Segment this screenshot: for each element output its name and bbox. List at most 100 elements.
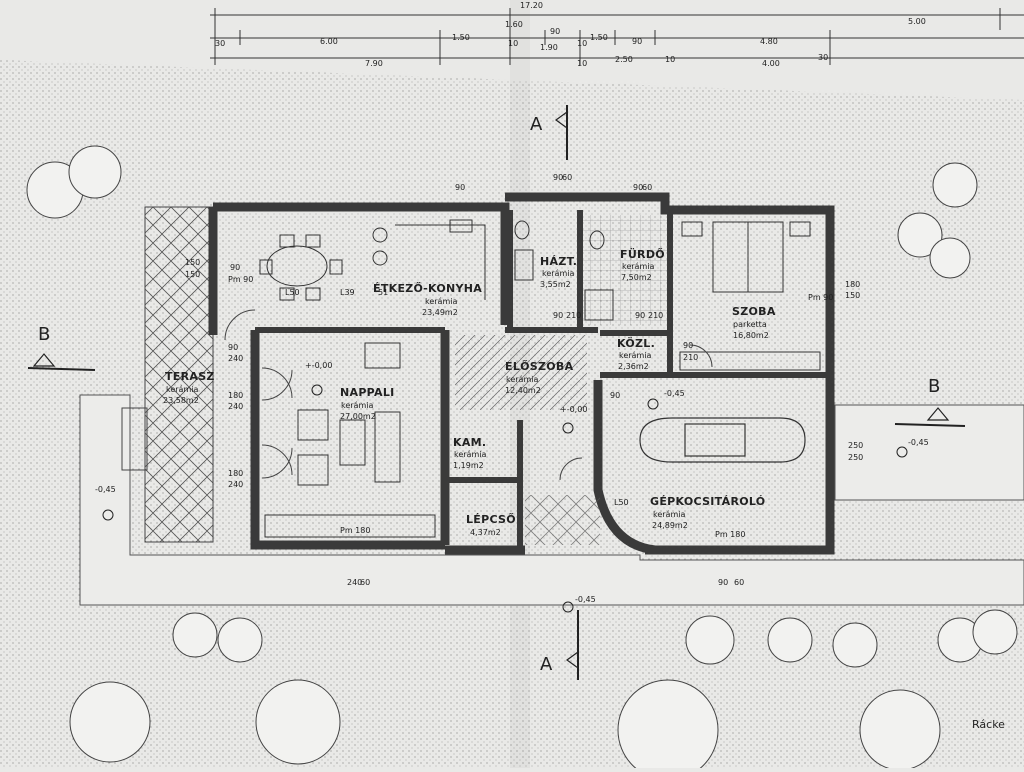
svg-text:kerámia: kerámia: [166, 385, 198, 394]
svg-text:NAPPALI: NAPPALI: [340, 386, 395, 399]
svg-text:10: 10: [665, 55, 675, 64]
svg-text:90: 90: [633, 183, 643, 192]
svg-text:-0,45: -0,45: [664, 389, 685, 398]
dimension-lines-top: [210, 8, 1024, 65]
kitchen-counter: [372, 219, 486, 300]
svg-text:B: B: [38, 324, 50, 345]
svg-text:Pm 180: Pm 180: [340, 526, 370, 535]
svg-text:HÁZT.: HÁZT.: [540, 255, 577, 268]
svg-text:-0,45: -0,45: [95, 485, 116, 494]
svg-text:kerámia: kerámia: [506, 375, 538, 384]
room-lepcso: LÉPCSŐ 4,37m2: [466, 512, 516, 537]
car: [639, 417, 806, 463]
svg-text:4.80: 4.80: [760, 37, 778, 46]
exterior-walls: [208, 192, 835, 555]
room-etkezo: ÉTKEZŐ-KONYHA kerámia 23,49m2: [373, 281, 482, 317]
svg-text:30: 30: [215, 39, 225, 48]
svg-text:kerámia: kerámia: [619, 351, 651, 360]
svg-text:Pm 90: Pm 90: [228, 275, 253, 284]
svg-text:ELŐSZOBA: ELŐSZOBA: [505, 359, 574, 373]
svg-text:1.60: 1.60: [505, 20, 523, 29]
svg-text:4.00: 4.00: [762, 59, 780, 68]
svg-text:SZOBA: SZOBA: [732, 305, 776, 318]
svg-text:L39: L39: [340, 288, 355, 297]
svg-text:250: 250: [848, 453, 863, 462]
svg-text:12,40m2: 12,40m2: [505, 386, 541, 395]
svg-text:1,19m2: 1,19m2: [453, 461, 484, 470]
room-szoba: SZOBA parketta 16,80m2: [732, 305, 776, 340]
svg-text:210: 210: [683, 353, 698, 362]
svg-text:A: A: [530, 114, 543, 135]
svg-text:90: 90: [550, 27, 560, 36]
svg-text:210: 210: [566, 311, 581, 320]
interior-walls: [255, 210, 830, 550]
section-a-top: A: [530, 105, 568, 160]
svg-text:ÉTKEZŐ-KONYHA: ÉTKEZŐ-KONYHA: [373, 281, 482, 295]
dim-top-total: 17.20: [520, 1, 543, 10]
living-furniture: [264, 342, 436, 538]
svg-text:2,36m2: 2,36m2: [618, 362, 649, 371]
svg-text:90: 90: [553, 311, 563, 320]
svg-text:60: 60: [642, 183, 652, 192]
section-b-right: B: [894, 376, 966, 427]
dim-row1: 30 6.00 1.50 10 1.60 10 90 1.50 90 4.80 …: [215, 17, 926, 48]
bath-fixtures: [514, 220, 614, 321]
hallway-hatch: [455, 335, 587, 410]
svg-text:-0,45: -0,45: [908, 438, 929, 447]
svg-text:240: 240: [228, 480, 243, 489]
room-terasz: TERASZ kerámia 23,58m2: [163, 370, 215, 405]
section-b-left: B: [27, 324, 96, 371]
side-entrance-strip: [834, 404, 1024, 501]
terrace-area: [144, 206, 214, 543]
svg-text:7.90: 7.90: [365, 59, 383, 68]
room-furdo: FÜRDŐ kerámia 7,50m2: [620, 247, 665, 282]
svg-text:60: 60: [360, 578, 370, 587]
svg-text:150: 150: [845, 291, 860, 300]
svg-text:90: 90: [228, 343, 238, 352]
svg-text:TERASZ: TERASZ: [165, 370, 215, 383]
svg-text:1.90: 1.90: [540, 43, 558, 52]
svg-text:90: 90: [632, 37, 642, 46]
svg-text:180: 180: [228, 469, 243, 478]
svg-text:parketta: parketta: [733, 320, 767, 329]
room-kozl: KÖZL. kerámia 2,36m2: [617, 336, 655, 371]
svg-text:kerámia: kerámia: [542, 269, 574, 278]
svg-text:240: 240: [228, 402, 243, 411]
svg-text:kerámia: kerámia: [454, 450, 486, 459]
svg-text:90: 90: [553, 173, 563, 182]
svg-text:10: 10: [508, 39, 518, 48]
svg-text:23,58m2: 23,58m2: [163, 396, 199, 405]
svg-text:7,50m2: 7,50m2: [621, 273, 652, 282]
svg-text:1.50: 1.50: [590, 33, 608, 42]
svg-text:kerámia: kerámia: [425, 297, 457, 306]
svg-text:10: 10: [577, 59, 587, 68]
corner-text: Rácke: [972, 718, 1005, 731]
svg-text:27,00m2: 27,00m2: [340, 412, 376, 421]
svg-text:150: 150: [185, 258, 200, 267]
svg-text:KAM.: KAM.: [453, 436, 486, 449]
svg-text:-0,45: -0,45: [575, 595, 596, 604]
svg-text:240: 240: [347, 578, 362, 587]
svg-text:24,89m2: 24,89m2: [652, 521, 688, 530]
room-eloszoba: ELŐSZOBA kerámia 12,40m2: [505, 359, 574, 395]
svg-text:3,55m2: 3,55m2: [540, 280, 571, 289]
svg-text:4,37m2: 4,37m2: [470, 528, 501, 537]
svg-text:90: 90: [230, 263, 240, 272]
svg-text:1.50: 1.50: [452, 33, 470, 42]
svg-text:6.00: 6.00: [320, 37, 338, 46]
section-a-bottom: A: [540, 610, 579, 680]
svg-text:A: A: [540, 654, 553, 675]
svg-text:L50: L50: [614, 498, 629, 507]
room-nappali: NAPPALI kerámia 27,00m2: [340, 386, 395, 421]
bath-tiles: [583, 215, 667, 325]
svg-text:kerámia: kerámia: [341, 401, 373, 410]
svg-text:60: 60: [734, 578, 744, 587]
level-markers: +-0,00 +-0,00 -0,45 -0,45 -0,45 -0,45: [95, 361, 929, 613]
svg-text:Pm 180: Pm 180: [715, 530, 745, 539]
svg-text:51: 51: [378, 288, 388, 297]
bed: [679, 221, 821, 371]
svg-text:150: 150: [185, 270, 200, 279]
svg-text:GÉPKOCSITÁROLÓ: GÉPKOCSITÁROLÓ: [650, 495, 765, 508]
